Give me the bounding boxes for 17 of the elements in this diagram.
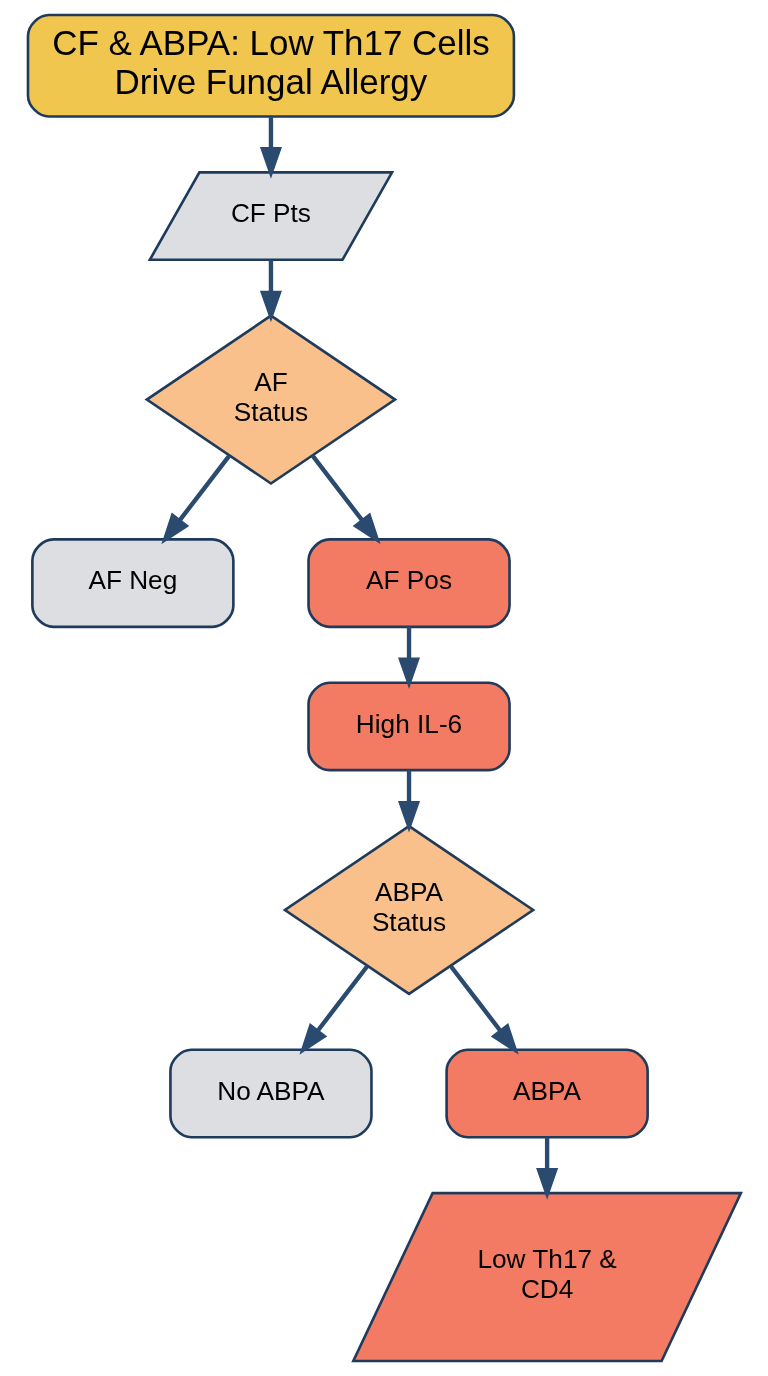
node-diamond: AF Status xyxy=(144,314,397,486)
node-box: ABPA xyxy=(444,1048,649,1139)
node-box: AF Neg xyxy=(30,538,235,629)
arrow xyxy=(310,454,381,545)
node-box: CF & ABPA: Low Th17 Cells Drive Fungal Allergy xyxy=(26,13,515,118)
arrow xyxy=(397,626,420,689)
arrow xyxy=(160,454,231,545)
arrow xyxy=(259,260,282,323)
arrow xyxy=(397,770,420,833)
node-box: AF Pos xyxy=(306,538,511,629)
arrow xyxy=(298,964,369,1055)
node-box: High IL-6 xyxy=(306,681,511,772)
arrow xyxy=(259,117,282,179)
arrow xyxy=(448,964,519,1055)
arrow xyxy=(535,1137,558,1200)
node-box: No ABPA xyxy=(168,1048,373,1139)
node-diamond: ABPA Status xyxy=(282,824,535,996)
